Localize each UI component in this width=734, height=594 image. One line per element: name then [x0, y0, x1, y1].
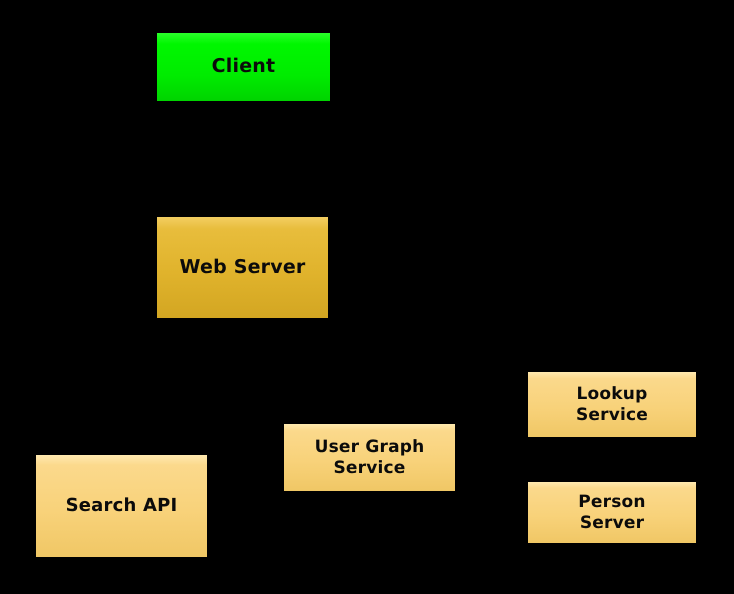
- node-label-person-server: Person Server: [578, 491, 646, 533]
- node-lookup-service[interactable]: Lookup Service: [528, 372, 696, 437]
- node-search-api[interactable]: Search API: [36, 455, 207, 557]
- node-label-client: Client: [211, 55, 276, 78]
- node-label-search-api: Search API: [65, 495, 178, 517]
- node-person-server[interactable]: Person Server: [528, 482, 696, 543]
- node-web-server[interactable]: Web Server: [157, 217, 328, 318]
- node-label-lookup-service: Lookup Service: [575, 383, 649, 425]
- node-label-user-graph-service: User Graph Service: [314, 436, 425, 478]
- node-client[interactable]: Client: [157, 33, 330, 101]
- node-label-web-server: Web Server: [179, 255, 306, 278]
- node-user-graph-service[interactable]: User Graph Service: [284, 424, 455, 491]
